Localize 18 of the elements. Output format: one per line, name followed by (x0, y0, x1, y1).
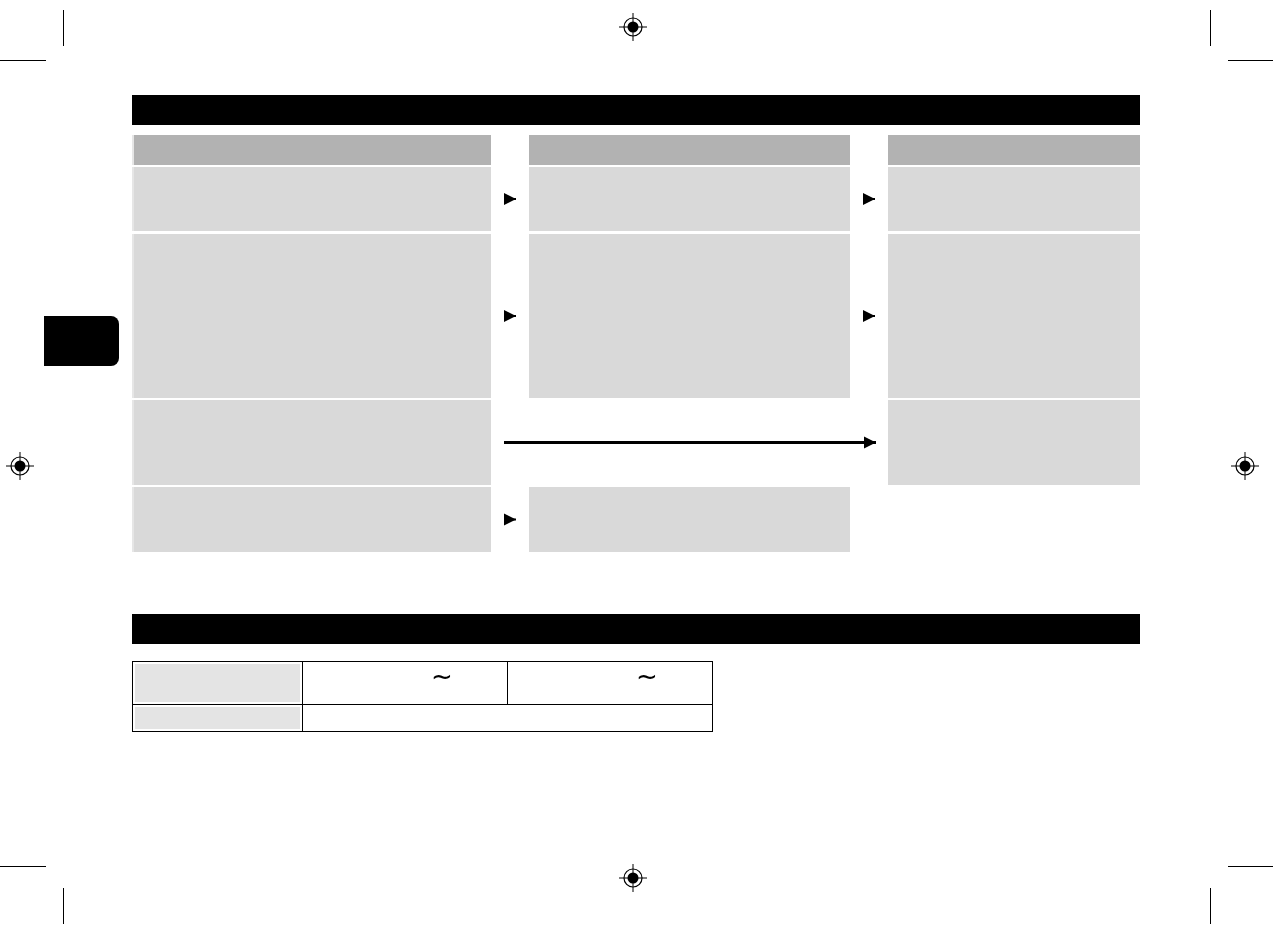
step-box (529, 167, 850, 231)
step-box (888, 167, 1140, 231)
step-box (888, 400, 1140, 485)
column-header-bar (529, 135, 850, 165)
section-title-bar (132, 614, 1140, 644)
tilde-label: ~ (431, 664, 453, 688)
side-tab (44, 316, 119, 366)
step-box (132, 234, 491, 398)
step-box (132, 400, 491, 485)
section-title-bar (132, 95, 1140, 125)
step-box (888, 234, 1140, 398)
step-box (132, 167, 491, 231)
column-header-bar (888, 135, 1140, 165)
step-box (132, 487, 491, 552)
column-header-bar (132, 135, 491, 165)
step-box (529, 487, 850, 552)
tilde-label: ~ (636, 664, 658, 688)
step-box (529, 234, 850, 398)
